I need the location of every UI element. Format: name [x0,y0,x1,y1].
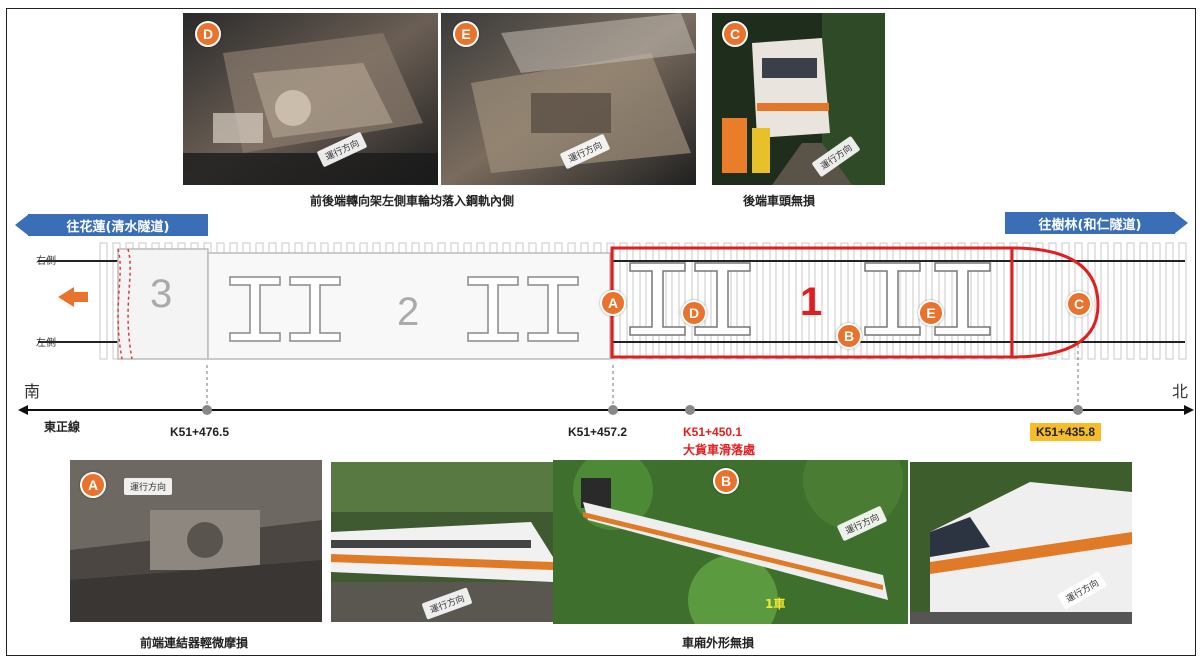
arrow-right-icon [1174,212,1188,234]
car-1-outline [610,246,1100,359]
sleeper [749,242,758,360]
sleeper [827,242,836,360]
diagram-badge-a: A [600,290,626,316]
sleeper [1113,242,1122,360]
milepost-k51-450-1: K51+450.1 [683,425,743,439]
sleeper [1126,242,1135,360]
figure-frame [6,8,1196,656]
direction-label: 運行方向 [124,478,173,495]
sleeper [905,242,914,360]
sleeper [814,242,823,360]
diagram-badge-e: E [918,300,944,326]
car-2-bogies [229,276,579,342]
sleeper [1139,242,1148,360]
sleeper [996,242,1005,360]
sleeper [970,242,979,360]
milepost-dot [685,405,695,415]
sleeper [762,242,771,360]
photo-e-bogie: E 運行方向 [441,13,696,185]
milepost-k51-435-8: K51+435.8 [1030,423,1102,441]
photo-train-side: 運行方向 [331,462,553,622]
photo-a-coupler: A 運行方向 [70,460,322,622]
sleeper [1035,242,1044,360]
sleeper [1178,242,1187,360]
sleeper [99,242,108,360]
photo-d-bogie: D 運行方向 [183,13,438,185]
car-number-2: 2 [397,290,420,334]
sleeper [1009,242,1018,360]
sleeper [866,242,875,360]
badge-d: D [195,21,221,47]
photo-a-image [70,460,322,622]
derail-trace [117,248,133,360]
diagram-badge-d: D [681,300,707,326]
sleeper [788,242,797,360]
caption-rear-head: 後端車頭無損 [743,194,816,208]
sleeper [1048,242,1057,360]
milepost-dot [608,405,618,415]
photo-b-image [553,460,908,624]
badge-e: E [453,21,479,47]
sleeper [983,242,992,360]
side-label-left: 左側 [36,338,56,349]
sleeper [632,242,641,360]
milepost-k51-457-2: K51+457.2 [568,425,628,439]
sleeper [801,242,810,360]
caption-bogies: 前後端轉向架左側車輪均落入鋼軌內側 [310,194,515,208]
travel-arrow-icon [58,287,88,307]
arrow-left-icon [15,214,29,236]
badge-a: A [80,472,106,498]
badge-b: B [713,468,739,494]
photo-e-image [441,13,696,185]
sleeper [840,242,849,360]
caption-exterior: 車廂外形無損 [682,636,755,650]
diagram-badge-b: B [836,323,862,349]
milepost-dot [202,405,212,415]
photo-c-rear-head: C 運行方向 [712,13,885,185]
caption-coupler: 前端連結器輕微摩損 [140,636,249,650]
compass-north: 北 [1172,382,1189,401]
arrow-left-icon [18,405,28,415]
sleeper [1152,242,1161,360]
car-number-1: 1 [800,280,823,324]
compass-south: 南 [24,382,41,401]
car-number-3: 3 [150,272,173,316]
car-1-bogies [629,262,991,336]
car-label: 1車 [765,597,786,611]
side-label-right: 右側 [36,256,56,267]
photo-train-front-image [910,462,1132,624]
photo-d-image [183,13,438,185]
sleeper [775,242,784,360]
sleeper [853,242,862,360]
photo-b-train-aerial: B 運行方向 1車 [553,460,908,624]
sleeper [944,242,953,360]
sleeper [1100,242,1109,360]
photo-train-front: 運行方向 [910,462,1132,624]
sleeper [671,242,680,360]
milepost-dot [1073,405,1083,415]
line-name: 東正線 [44,420,81,434]
sleeper [736,242,745,360]
arrow-right-icon [1184,405,1194,415]
milepost-note: 大貨車滑落處 [683,443,756,457]
diagram-badge-c: C [1066,291,1092,317]
sleeper [1022,242,1031,360]
milepost-k51-476-5: K51+476.5 [170,425,230,439]
badge-c: C [722,21,748,47]
track-diagram [18,242,1194,415]
photo-c-image [712,13,885,185]
sleeper [1165,242,1174,360]
